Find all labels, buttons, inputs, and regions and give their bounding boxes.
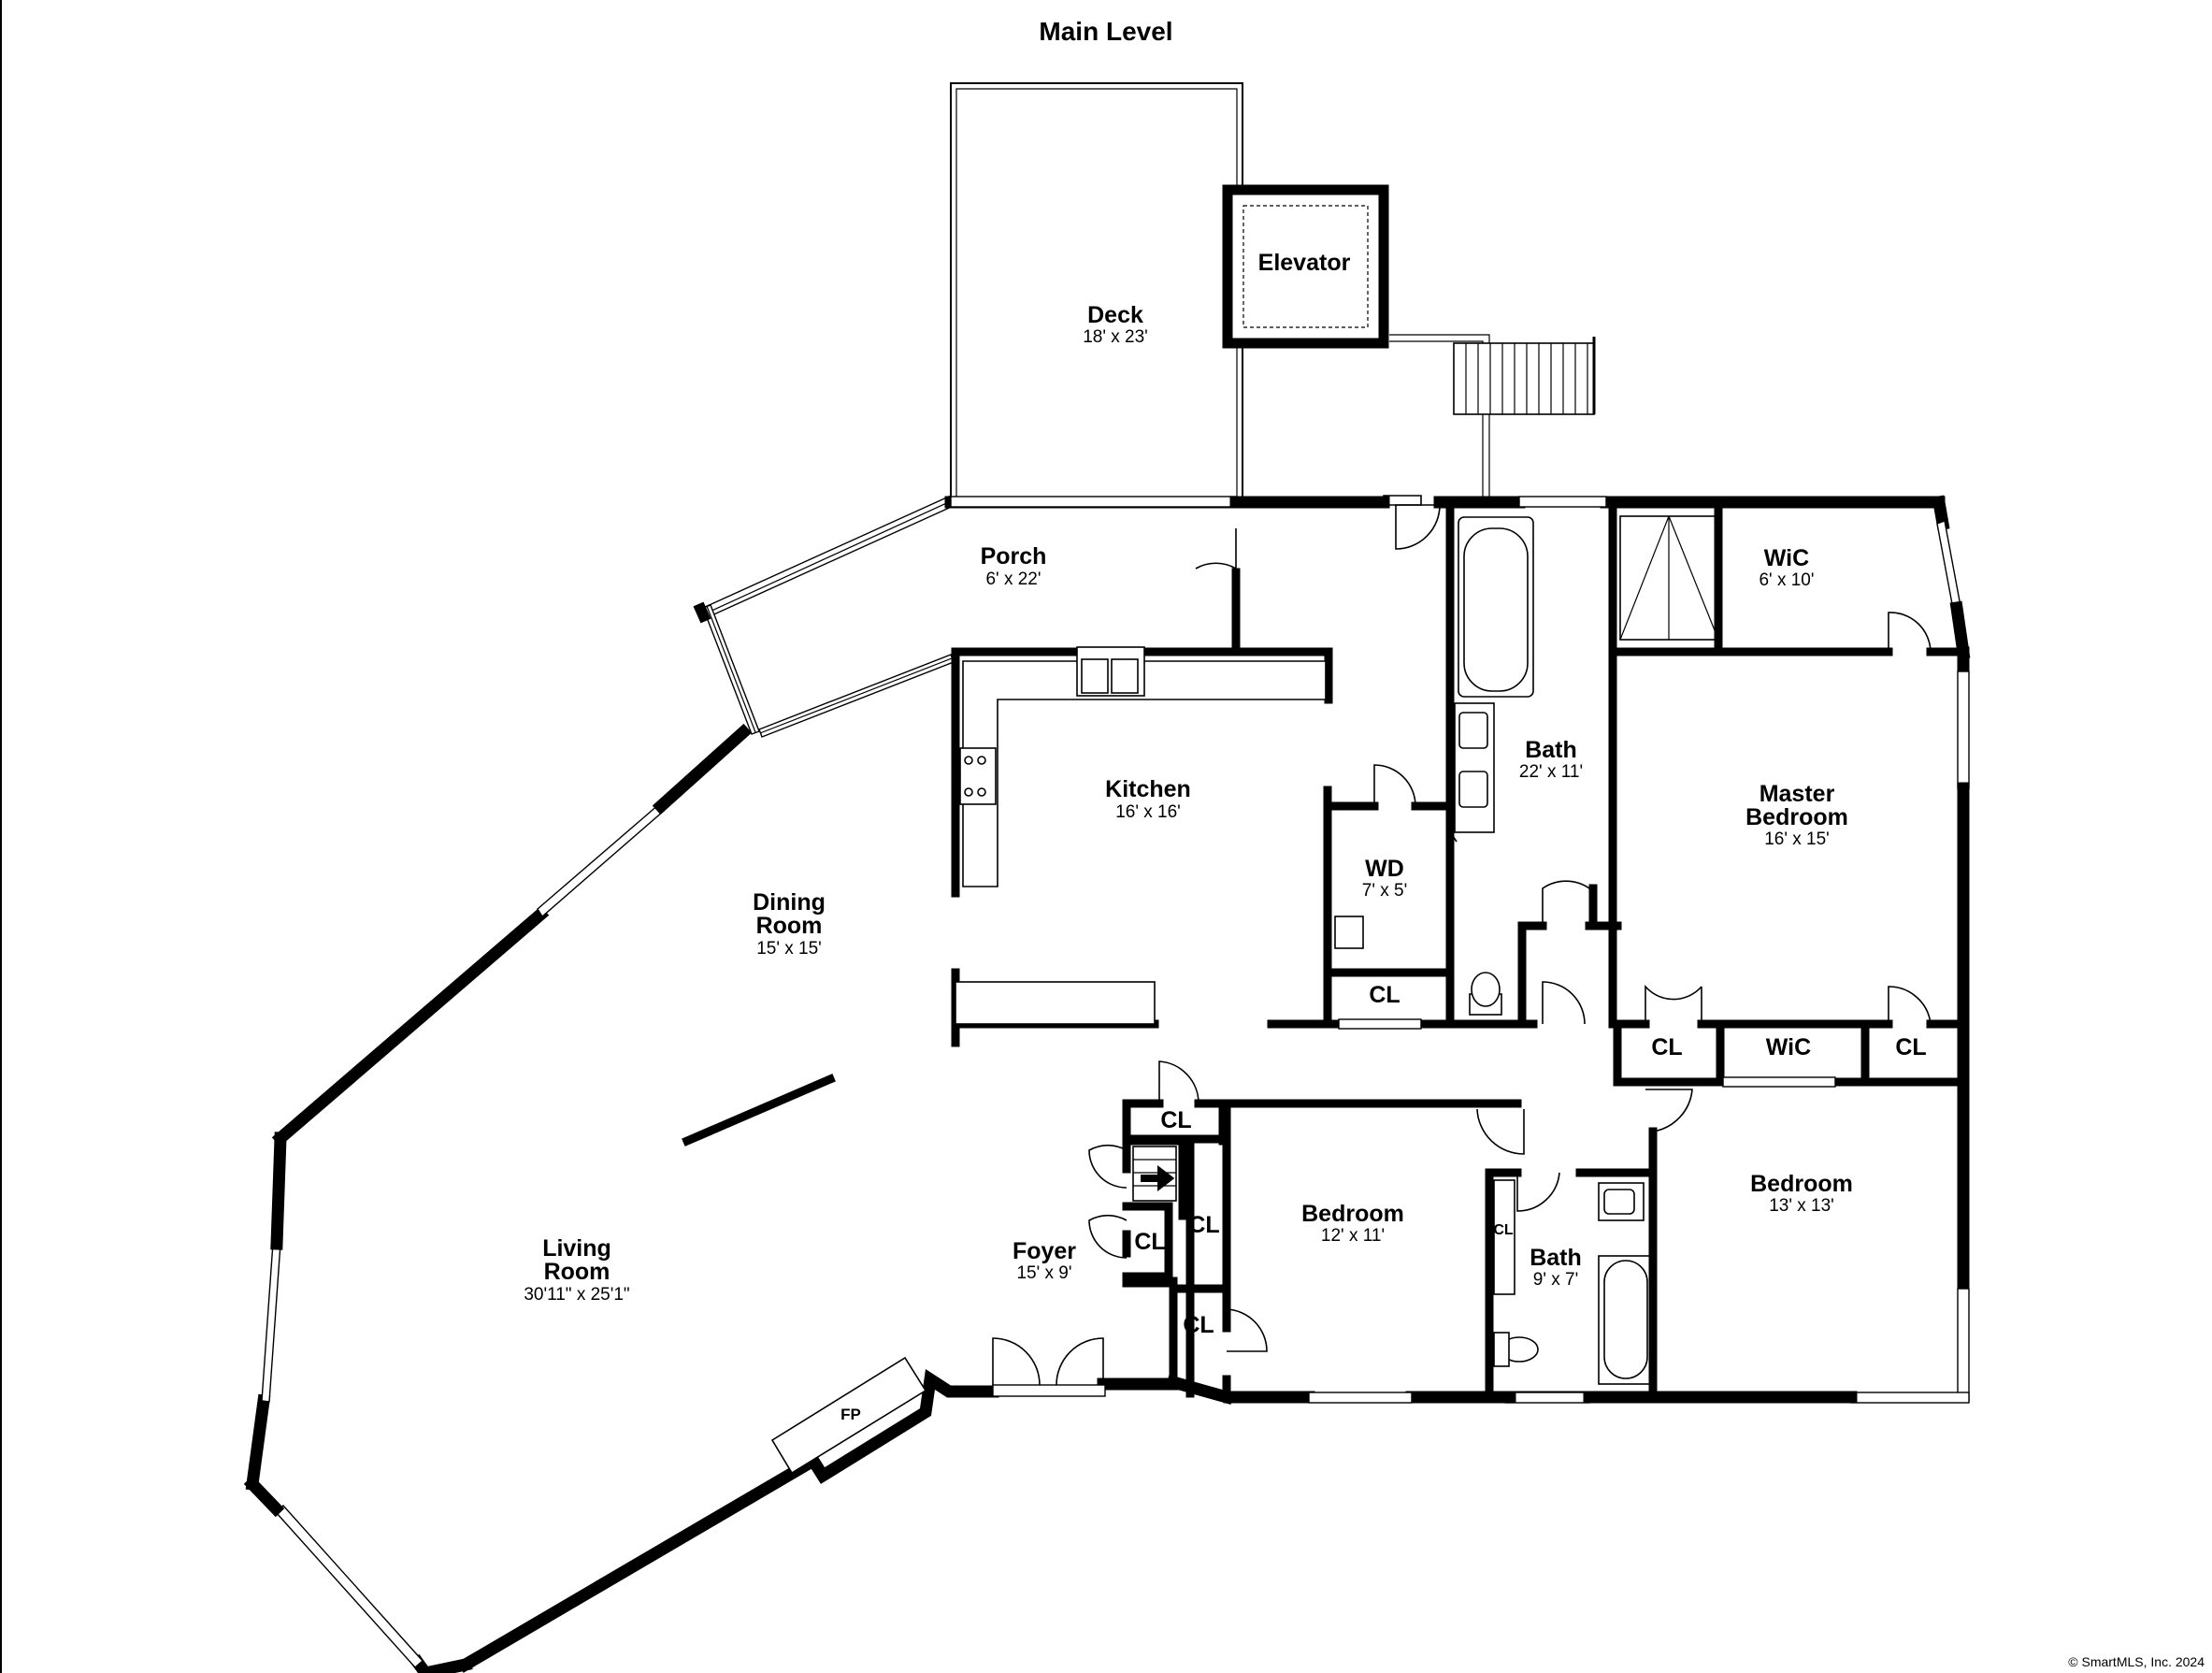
room-name-bedroom-right: Bedroom [1750, 1171, 1853, 1197]
room-dims-foyer: 15' x 9' [1016, 1263, 1071, 1283]
closet-label-foyer-side: CL [1188, 1212, 1219, 1238]
room-name-kitchen: Kitchen [1105, 776, 1191, 802]
elevator [1222, 184, 1389, 349]
foyer-stair [1132, 1146, 1177, 1202]
closet-label-hall-1: CL [1651, 1034, 1682, 1060]
closet-label-hall-2: CL [1895, 1034, 1926, 1060]
fireplace: FP [770, 1356, 927, 1475]
closet-label-foyer-top: CL [1160, 1107, 1191, 1133]
fireplace-label: FP [840, 1406, 861, 1423]
room-name-elevator: Elevator [1258, 250, 1351, 276]
room-name-bedroom-center: Bedroom [1301, 1201, 1404, 1227]
room-name-living-1: Living [542, 1235, 611, 1262]
room-dims-bedroom-center: 12' x 11' [1321, 1226, 1385, 1246]
room-name-living-2: Room [544, 1259, 610, 1285]
room-name-master-2: Bedroom [1745, 804, 1848, 830]
door-swings [1088, 495, 1932, 1352]
room-name-dining-1: Dining [753, 889, 826, 916]
closet-label-wic-hall: WiC [1766, 1034, 1811, 1060]
page-title: Main Level [1039, 17, 1172, 46]
room-dims-kitchen: 16' x 16' [1115, 802, 1181, 822]
room-dims-deck: 18' x 23' [1083, 327, 1148, 347]
closet-label-foyer-mid: CL [1134, 1229, 1165, 1255]
room-dims-bedroom-right: 13' x 13' [1769, 1196, 1834, 1216]
closet-label-bath: CL [1493, 1222, 1514, 1238]
room-dims-bath-small: 9' x 7' [1533, 1270, 1578, 1290]
room-name-wic-master: WiC [1764, 545, 1809, 571]
closet-label-foyer-bottom: CL [1183, 1312, 1214, 1338]
room-dims-dining: 15' x 15' [756, 939, 822, 959]
copyright-credit: © SmartMLS, Inc. 2024 [2068, 1654, 2205, 1669]
room-dims-master: 16' x 15' [1764, 829, 1830, 849]
room-name-wd: WD [1365, 856, 1404, 882]
room-dims-porch: 6' x 22' [985, 570, 1041, 589]
exterior-stairs [1389, 334, 1596, 498]
room-name-bath-main: Bath [1525, 737, 1577, 763]
room-dims-bath-main: 22' x 11' [1519, 762, 1583, 782]
room-name-deck: Deck [1087, 302, 1143, 328]
room-name-bath-small: Bath [1530, 1245, 1582, 1271]
room-dims-wd: 7' x 5' [1362, 881, 1407, 901]
porch-walls [693, 495, 956, 738]
stair-arrow-icon [1141, 1164, 1175, 1192]
room-name-master-1: Master [1760, 781, 1835, 807]
interior-walls [682, 498, 1968, 1402]
room-name-foyer: Foyer [1013, 1238, 1076, 1264]
room-dims-living: 30'11" x 25'1" [524, 1285, 629, 1305]
closet-label-wd: CL [1369, 982, 1400, 1008]
room-name-porch: Porch [981, 543, 1047, 570]
room-dims-wic-master: 6' x 10' [1759, 570, 1814, 590]
room-name-dining-2: Room [756, 913, 823, 939]
deck [950, 82, 1243, 498]
